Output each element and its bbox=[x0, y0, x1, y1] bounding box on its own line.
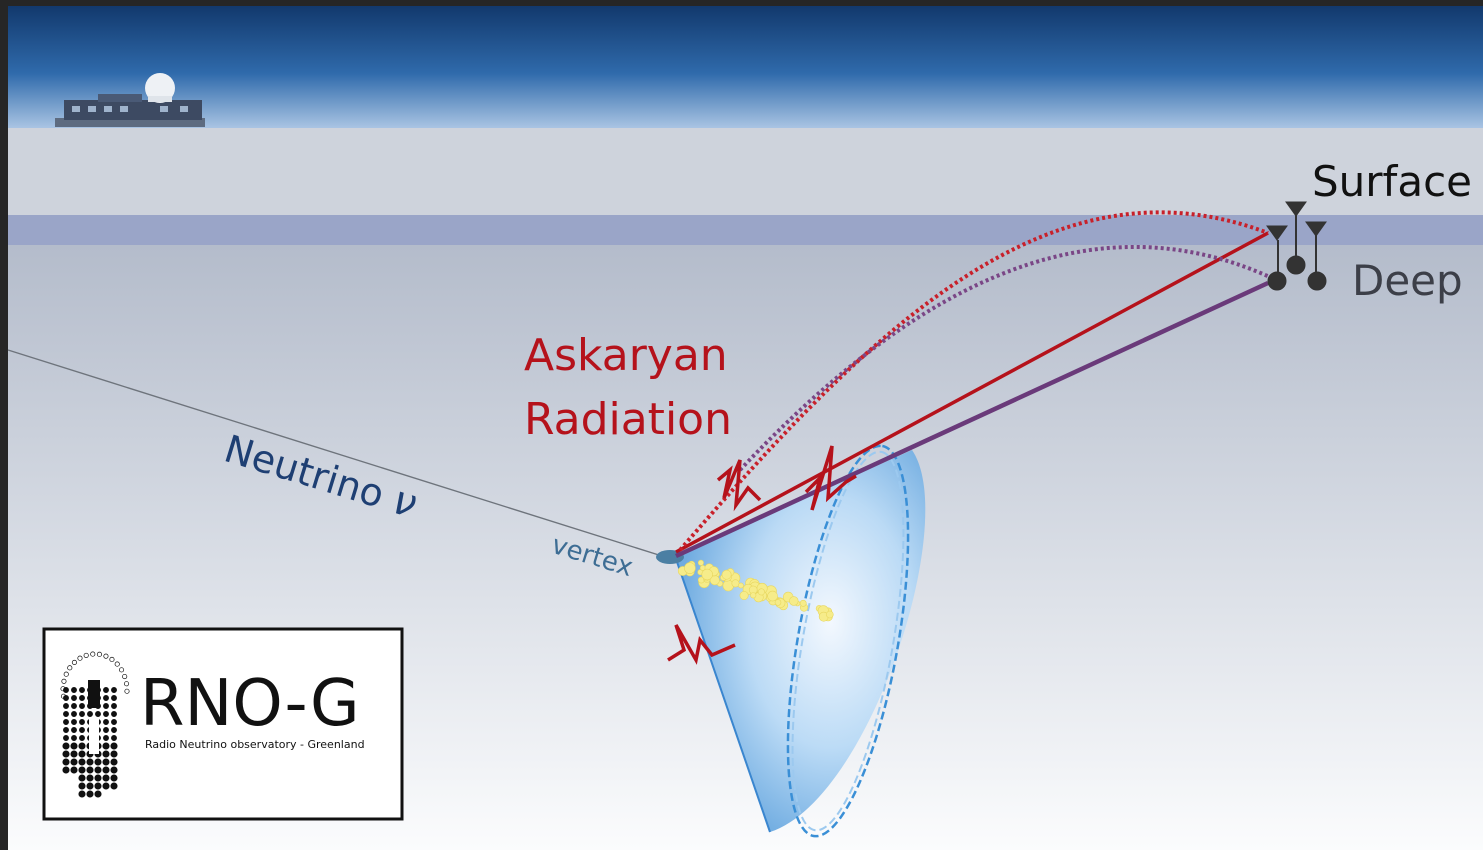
logo-subtitle: Radio Neutrino observatory - Greenland bbox=[145, 738, 365, 751]
shower-particle bbox=[684, 562, 696, 574]
radio-pulse-icons bbox=[667, 445, 857, 665]
surface-antenna-icon bbox=[1285, 201, 1307, 217]
pulse-refracted-icon bbox=[716, 459, 762, 512]
shower-particle bbox=[701, 568, 713, 581]
firn-band bbox=[8, 215, 1483, 245]
shower-particle bbox=[750, 592, 757, 599]
shower-particle bbox=[774, 599, 782, 606]
surface-refracted-path bbox=[678, 210, 1269, 552]
surface-label: Surface bbox=[1312, 157, 1472, 206]
signal-paths bbox=[675, 210, 1273, 559]
surface-antenna-icon bbox=[1266, 225, 1288, 241]
shower-particle bbox=[738, 582, 744, 589]
logo-dot-pattern-icon bbox=[60, 651, 130, 798]
neutrino-track bbox=[7, 349, 663, 557]
shower-particle bbox=[721, 569, 732, 580]
surface-direct-path bbox=[675, 231, 1269, 554]
deep-refracted-path bbox=[738, 245, 1273, 472]
shower-particle bbox=[739, 590, 749, 600]
deep-antenna-icon bbox=[1307, 271, 1327, 291]
logo-title: RNO-G bbox=[140, 667, 360, 741]
shower-particle bbox=[789, 596, 799, 606]
ice-surface-layer bbox=[8, 128, 1483, 216]
shower-particle bbox=[767, 590, 778, 602]
deep-label: Deep bbox=[1352, 256, 1463, 305]
shower-particle bbox=[825, 610, 834, 619]
shower-particle bbox=[757, 588, 765, 596]
detector-station bbox=[1266, 201, 1327, 291]
askaryan-cone bbox=[674, 444, 926, 838]
deep-direct-path bbox=[675, 280, 1269, 559]
askaryan-label-line2: Radiation bbox=[524, 394, 732, 445]
sky bbox=[8, 6, 1483, 128]
askaryan-label-line1: Askaryan bbox=[524, 330, 728, 381]
surface-antenna-icon bbox=[1305, 221, 1327, 237]
particle-shower bbox=[677, 559, 834, 622]
rno-g-logo: RNO-G Radio Neutrino observatory - Green… bbox=[42, 627, 404, 821]
shower-particle bbox=[697, 559, 704, 566]
deep-antenna-icon bbox=[1286, 255, 1306, 275]
shower-particle bbox=[799, 599, 807, 607]
deep-antenna-icon bbox=[1267, 271, 1287, 291]
pulse-direct-icon bbox=[804, 445, 857, 511]
pulse-lower-icon bbox=[667, 624, 736, 665]
research-station-icon bbox=[55, 73, 205, 127]
